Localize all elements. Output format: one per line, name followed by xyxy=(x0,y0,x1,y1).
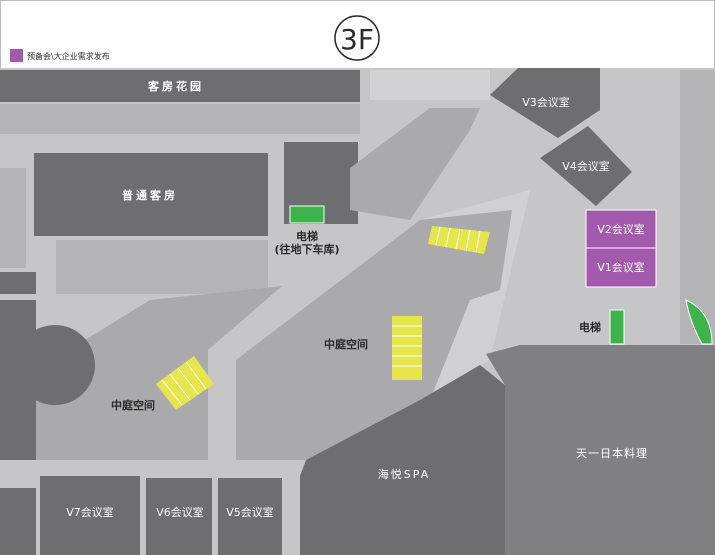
legend-swatch xyxy=(10,49,23,62)
v5-room-block[interactable] xyxy=(218,478,282,555)
central-atrium-shade xyxy=(236,210,512,460)
label-elevator-right: 电梯 xyxy=(579,320,601,334)
v2-room-block[interactable] xyxy=(585,209,657,249)
label-v7: V7会议室 xyxy=(66,505,114,519)
under-rooms-block xyxy=(56,240,268,294)
top-lighter-block xyxy=(370,70,490,100)
elevator-right-icon[interactable] xyxy=(609,309,625,345)
stairs-center-icon xyxy=(392,316,422,380)
v7-room-block[interactable] xyxy=(40,476,140,555)
stairs-left-icon xyxy=(156,356,214,410)
label-v6: V6会议室 xyxy=(156,505,204,519)
bottom-left-block xyxy=(0,488,36,555)
label-elevator-garage-1: 电梯 xyxy=(296,229,318,243)
right-edge-block xyxy=(680,70,715,344)
spa-block[interactable] xyxy=(300,365,505,555)
label-guest-garden: 客房花园 xyxy=(147,79,204,93)
elevator-arc-icon[interactable] xyxy=(685,299,713,345)
elevator-garage-icon[interactable] xyxy=(289,205,325,224)
label-spa: 海悦SPA xyxy=(378,467,430,481)
label-standard-rooms: 普通客房 xyxy=(122,188,178,202)
v3-room-block[interactable] xyxy=(490,68,600,138)
floor-label: 3F xyxy=(340,23,374,56)
label-atrium-center: 中庭空间 xyxy=(324,337,368,351)
label-v1: V1会议室 xyxy=(597,260,645,274)
v6-room-block[interactable] xyxy=(146,478,212,555)
guest-garden-block[interactable] xyxy=(0,70,360,102)
label-atrium-left: 中庭空间 xyxy=(111,398,155,412)
left-narrow-block xyxy=(0,272,36,294)
standard-rooms-block[interactable] xyxy=(34,153,268,236)
v1-room-block[interactable] xyxy=(585,247,657,288)
left-bottom-block xyxy=(0,300,36,460)
label-elevator-garage-2: (往地下车库) xyxy=(274,242,339,256)
v4-room-block[interactable] xyxy=(540,126,632,206)
floor-badge xyxy=(334,15,380,61)
garden-strip xyxy=(0,104,360,134)
left-atrium-floor[interactable] xyxy=(36,286,282,460)
diagonal-top-block xyxy=(350,108,480,220)
legend-text: 预备会\大企业需求发布 xyxy=(27,51,110,61)
label-v5: V5会议室 xyxy=(226,505,274,519)
restaurant-block[interactable] xyxy=(486,345,715,555)
label-v3: V3会议室 xyxy=(522,95,570,109)
stairs-top-icon xyxy=(428,226,490,254)
label-v2: V2会议室 xyxy=(597,222,645,236)
label-v4: V4会议室 xyxy=(562,159,610,173)
label-restaurant: 天一日本料理 xyxy=(576,446,648,460)
left-column-block xyxy=(0,168,26,268)
